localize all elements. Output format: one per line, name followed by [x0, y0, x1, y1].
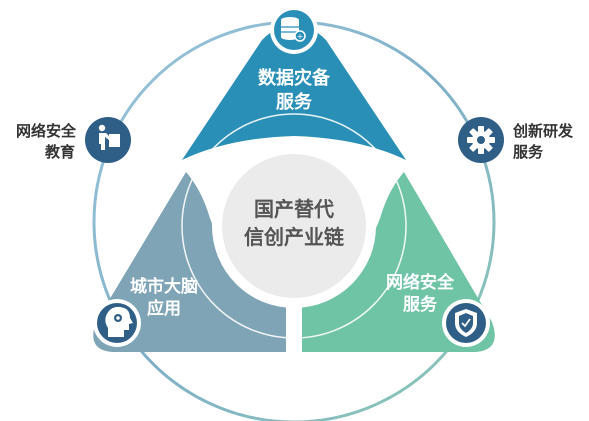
segment-city-brain[interactable] — [93, 172, 286, 352]
database-icon: + — [270, 6, 318, 54]
presenter-icon[interactable] — [85, 117, 131, 163]
outer-label-security-education-line1: 网络安全 — [16, 122, 77, 140]
segment-label-network-security-line2: 服务 — [403, 294, 438, 315]
segment-label-disaster-recovery-line1: 数据灾备 — [258, 67, 331, 89]
center-title-line1: 国产替代 — [254, 197, 334, 221]
segment-label-city-brain-line1: 城市大脑 — [130, 276, 198, 297]
gear-icon[interactable] — [458, 117, 504, 163]
outer-label-rd-service-line1: 创新研发 — [512, 122, 574, 140]
segment-data-disaster-recovery[interactable] — [182, 24, 406, 160]
segment-label-city-brain-line2: 应用 — [147, 298, 181, 319]
svg-text:+: + — [297, 32, 304, 41]
segment-label-disaster-recovery-line2: 服务 — [276, 91, 313, 113]
outer-label-security-education-line2: 教育 — [44, 143, 75, 161]
inner-ring — [181, 113, 407, 339]
segment-label-network-security-line1: 网络安全 — [386, 272, 455, 293]
center-circle[interactable] — [222, 154, 366, 298]
outer-label-rd-service-line2: 服务 — [513, 143, 544, 161]
center-title-line2: 信创产业链 — [244, 225, 345, 249]
head-gear-icon — [93, 299, 141, 347]
shield-icon — [442, 299, 490, 347]
segment-network-security-service[interactable] — [302, 172, 495, 352]
